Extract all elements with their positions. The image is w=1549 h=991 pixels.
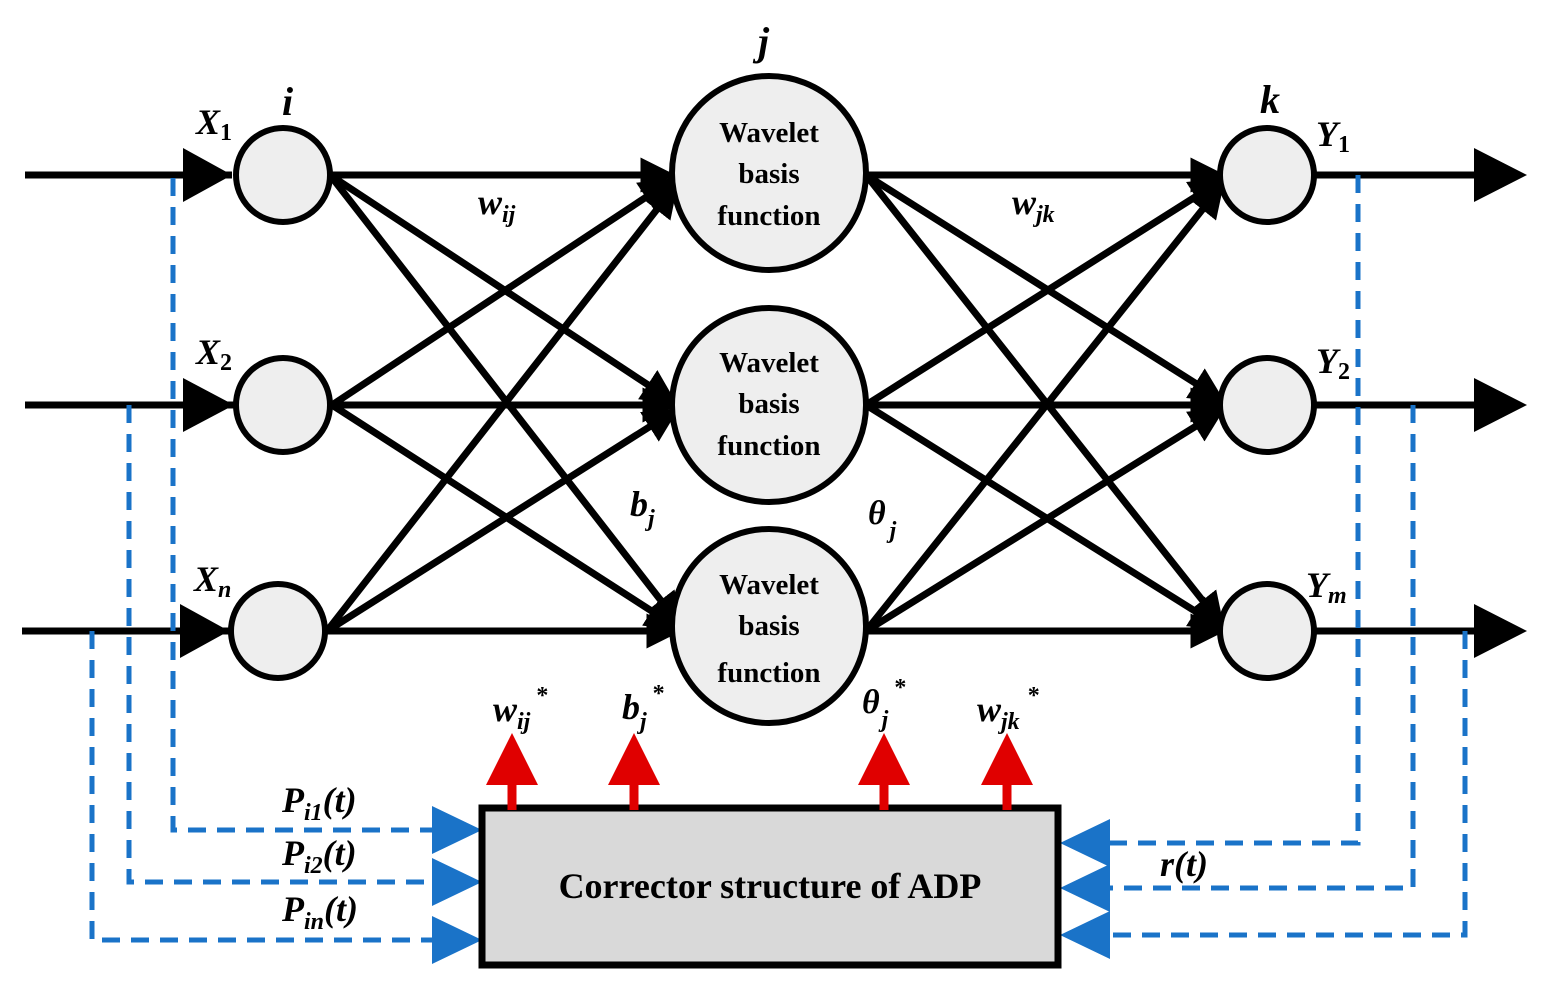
hidden-node-3-line3: function <box>717 657 820 689</box>
hidden-nodes: Wavelet basis function Wavelet basis fun… <box>669 73 869 726</box>
conn-h1-o2 <box>864 172 1225 403</box>
hidden-node-2-line3: function <box>717 430 820 462</box>
hidden-node-1-line1: Wavelet <box>719 117 819 149</box>
corrector-box <box>478 804 1062 969</box>
output-arrow-m <box>1474 604 1527 658</box>
output-nodes <box>1217 125 1317 681</box>
feedback-arrow-r1 <box>1060 819 1110 867</box>
feedback-arrow-pi2 <box>432 858 482 906</box>
input-arrow-n <box>180 604 229 658</box>
conn-h1-o3 <box>863 172 1225 628</box>
output-node-m <box>1217 581 1317 681</box>
feedback-label-pin: Pin(t) <box>281 889 358 935</box>
corrector-label-wij: wij* <box>493 683 548 735</box>
feedback-arrow-pi1 <box>432 806 482 854</box>
weight-label-bj: bj <box>630 484 655 532</box>
input-node-2 <box>233 355 333 455</box>
hidden-node-2-line2: basis <box>738 388 799 420</box>
feedback-line-r3 <box>1105 631 1468 938</box>
hidden-node-1 <box>669 73 869 273</box>
feedback-label-pi2: Pi2(t) <box>281 833 357 879</box>
conn-h3-o1 <box>863 182 1225 634</box>
input-node-1 <box>233 125 333 225</box>
feedback-line-r1 <box>1105 175 1361 846</box>
connections-hidden-output <box>863 157 1226 649</box>
feedback-line-pi2 <box>126 405 440 885</box>
output-label-1: Y1 <box>1316 114 1350 158</box>
feedback-arrow-r3 <box>1060 911 1110 959</box>
input-lines <box>22 148 234 658</box>
feedback-line-pi1 <box>170 178 440 833</box>
feedback-lines <box>89 175 1468 964</box>
input-label-2: X2 <box>195 332 232 376</box>
hidden-node-2-line1: Wavelet <box>719 347 819 379</box>
corrector-arrow-wij-head <box>486 733 538 785</box>
corrector-label-bj: bj* <box>622 681 665 735</box>
output-lines <box>1316 148 1527 658</box>
connections-input-hidden <box>324 157 683 649</box>
feedback-line-pin <box>89 631 440 943</box>
hidden-node-2 <box>669 305 869 505</box>
feedback-arrow-pin <box>432 916 482 964</box>
hidden-node-3-line1: Wavelet <box>719 569 819 601</box>
output-arrow-2 <box>1474 378 1527 432</box>
conn-3-2 <box>325 407 679 634</box>
feedback-arrow-r2 <box>1060 864 1110 912</box>
corrector-arrow-thetaj-head <box>858 733 910 785</box>
corrector-arrow-bj-head <box>608 733 660 785</box>
feedback-line-r2 <box>1105 405 1416 891</box>
corrector-label-wjk: wjk* <box>977 683 1040 735</box>
hidden-node-3 <box>669 526 869 726</box>
weight-label-wjk: wjk <box>1012 182 1055 228</box>
conn-h2-o1 <box>864 177 1225 408</box>
corrector-box-label: Corrector structure of ADP <box>559 866 982 906</box>
reward-label: r(t) <box>1160 844 1208 884</box>
input-label-n: Xn <box>193 559 231 603</box>
layer-label-k: k <box>1260 77 1280 122</box>
hidden-node-1-line2: basis <box>738 158 799 190</box>
hidden-node-1-line3: function <box>717 200 820 232</box>
input-nodes <box>228 125 333 681</box>
layer-label-j: j <box>752 19 770 64</box>
input-node-n <box>228 581 328 681</box>
conn-h3-o2 <box>864 407 1225 634</box>
conn-2-1 <box>330 177 675 408</box>
feedback-label-pi1: Pi1(t) <box>281 780 357 826</box>
corrector-arrow-wjk-head <box>981 733 1033 785</box>
hidden-node-3-line2: basis <box>738 610 799 642</box>
conn-3-1 <box>324 182 679 634</box>
weight-label-wij: wij <box>478 182 516 228</box>
input-arrow-1 <box>183 148 232 202</box>
input-arrow-2 <box>183 378 234 432</box>
output-node-1 <box>1217 125 1317 225</box>
output-label-2: Y2 <box>1316 341 1350 385</box>
output-node-2 <box>1217 355 1317 455</box>
output-label-m: Ym <box>1306 565 1347 609</box>
input-label-1: X1 <box>195 102 232 146</box>
corrector-label-thetaj: θj* <box>862 675 906 733</box>
layer-label-i: i <box>282 79 293 124</box>
output-arrow-1 <box>1474 148 1527 202</box>
corrector-output-arrows <box>486 733 1033 810</box>
